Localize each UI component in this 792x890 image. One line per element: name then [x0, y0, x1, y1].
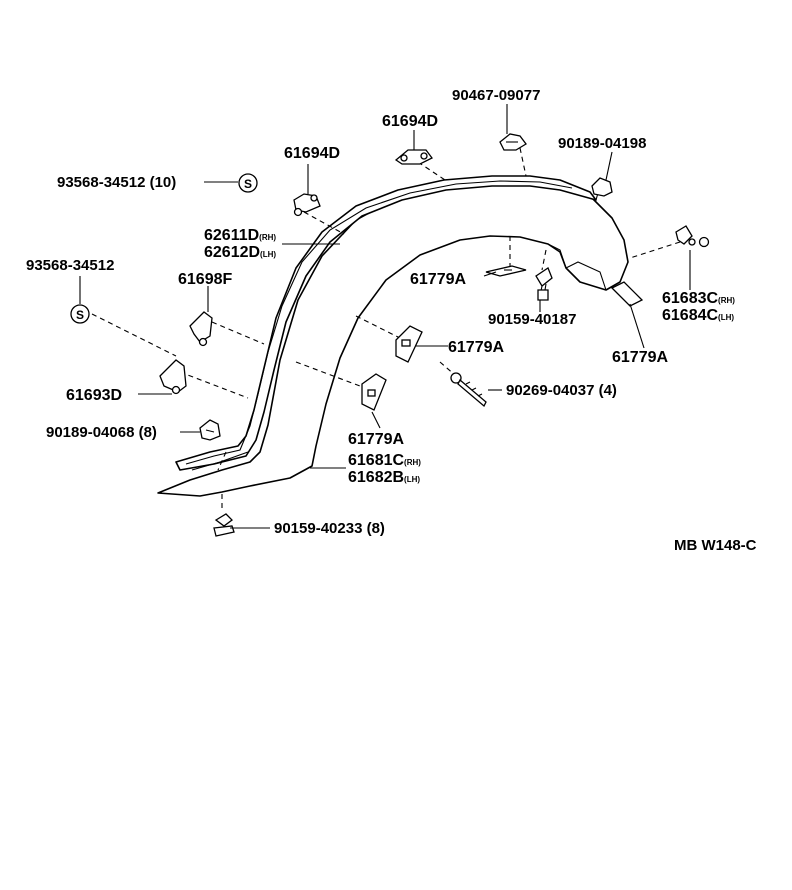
pad-61779a-icon — [485, 265, 527, 277]
clip-90467-icon — [499, 133, 527, 151]
nut-90189-04068-icon — [199, 419, 221, 441]
label-61693d: 61693D — [66, 387, 122, 404]
label-90269-04037: 90269-04037 (4) — [506, 382, 617, 399]
upper-trim-strip — [175, 175, 597, 471]
pad-61779a-icon — [361, 373, 387, 411]
bracket-61683c-icon — [675, 225, 710, 248]
bracket-61698f-icon — [189, 311, 213, 347]
bracket-61693d-icon — [159, 359, 187, 395]
label-61683c: 61683C(RH) — [662, 290, 735, 307]
label-61694d: 61694D — [284, 145, 340, 162]
label-93568-34512-10: 93568-34512 (10) — [57, 174, 176, 191]
label-90189-04068: 90189-04068 (8) — [46, 424, 157, 441]
screw-90159-40233-icon — [213, 513, 235, 537]
label-90159-40187: 90159-40187 — [488, 311, 576, 328]
label-93568-34512: 93568-34512 — [26, 257, 114, 274]
label-62612d: 62612D(LH) — [204, 244, 276, 261]
label-61779a-1: 61779A — [410, 271, 466, 288]
label-61681c: 61681C(RH) — [348, 452, 421, 469]
s-marker-icon: S — [70, 304, 90, 324]
leader-lines — [79, 104, 691, 529]
bracket-61694d-top-icon — [394, 149, 433, 165]
s-marker-icon: S — [238, 173, 258, 193]
label-61779a-2: 61779A — [448, 339, 504, 356]
s-marker-text: S — [76, 308, 84, 322]
label-90189-04198: 90189-04198 — [558, 135, 646, 152]
mounting-lines — [91, 147, 681, 512]
label-62611d: 62611D(RH) — [204, 227, 276, 244]
pad-61779a-icon — [610, 281, 644, 307]
label-61698f: 61698F — [178, 271, 232, 288]
screw-90159-40187-icon — [535, 267, 553, 301]
bracket-61694d-icon — [293, 193, 321, 217]
diagram-code: MB W148-C — [674, 537, 757, 554]
label-61779a-3: 61779A — [612, 349, 668, 366]
label-61682b: 61682B(LH) — [348, 469, 420, 486]
fender-moulding — [157, 179, 629, 497]
rivet-90269-04037-icon — [450, 372, 487, 408]
label-61684c: 61684C(LH) — [662, 307, 734, 324]
nut-90189-04198-icon — [591, 177, 613, 197]
pad-61779a-icon — [395, 325, 423, 363]
label-90159-40233: 90159-40233 (8) — [274, 520, 385, 537]
label-61694d-top: 61694D — [382, 113, 438, 130]
label-61779a-4: 61779A — [348, 431, 404, 448]
s-marker-text: S — [244, 177, 252, 191]
label-90467-09077: 90467-09077 — [452, 87, 540, 104]
part-labels: 90467-09077 61694D 90189-04198 61694D 93… — [26, 87, 757, 554]
